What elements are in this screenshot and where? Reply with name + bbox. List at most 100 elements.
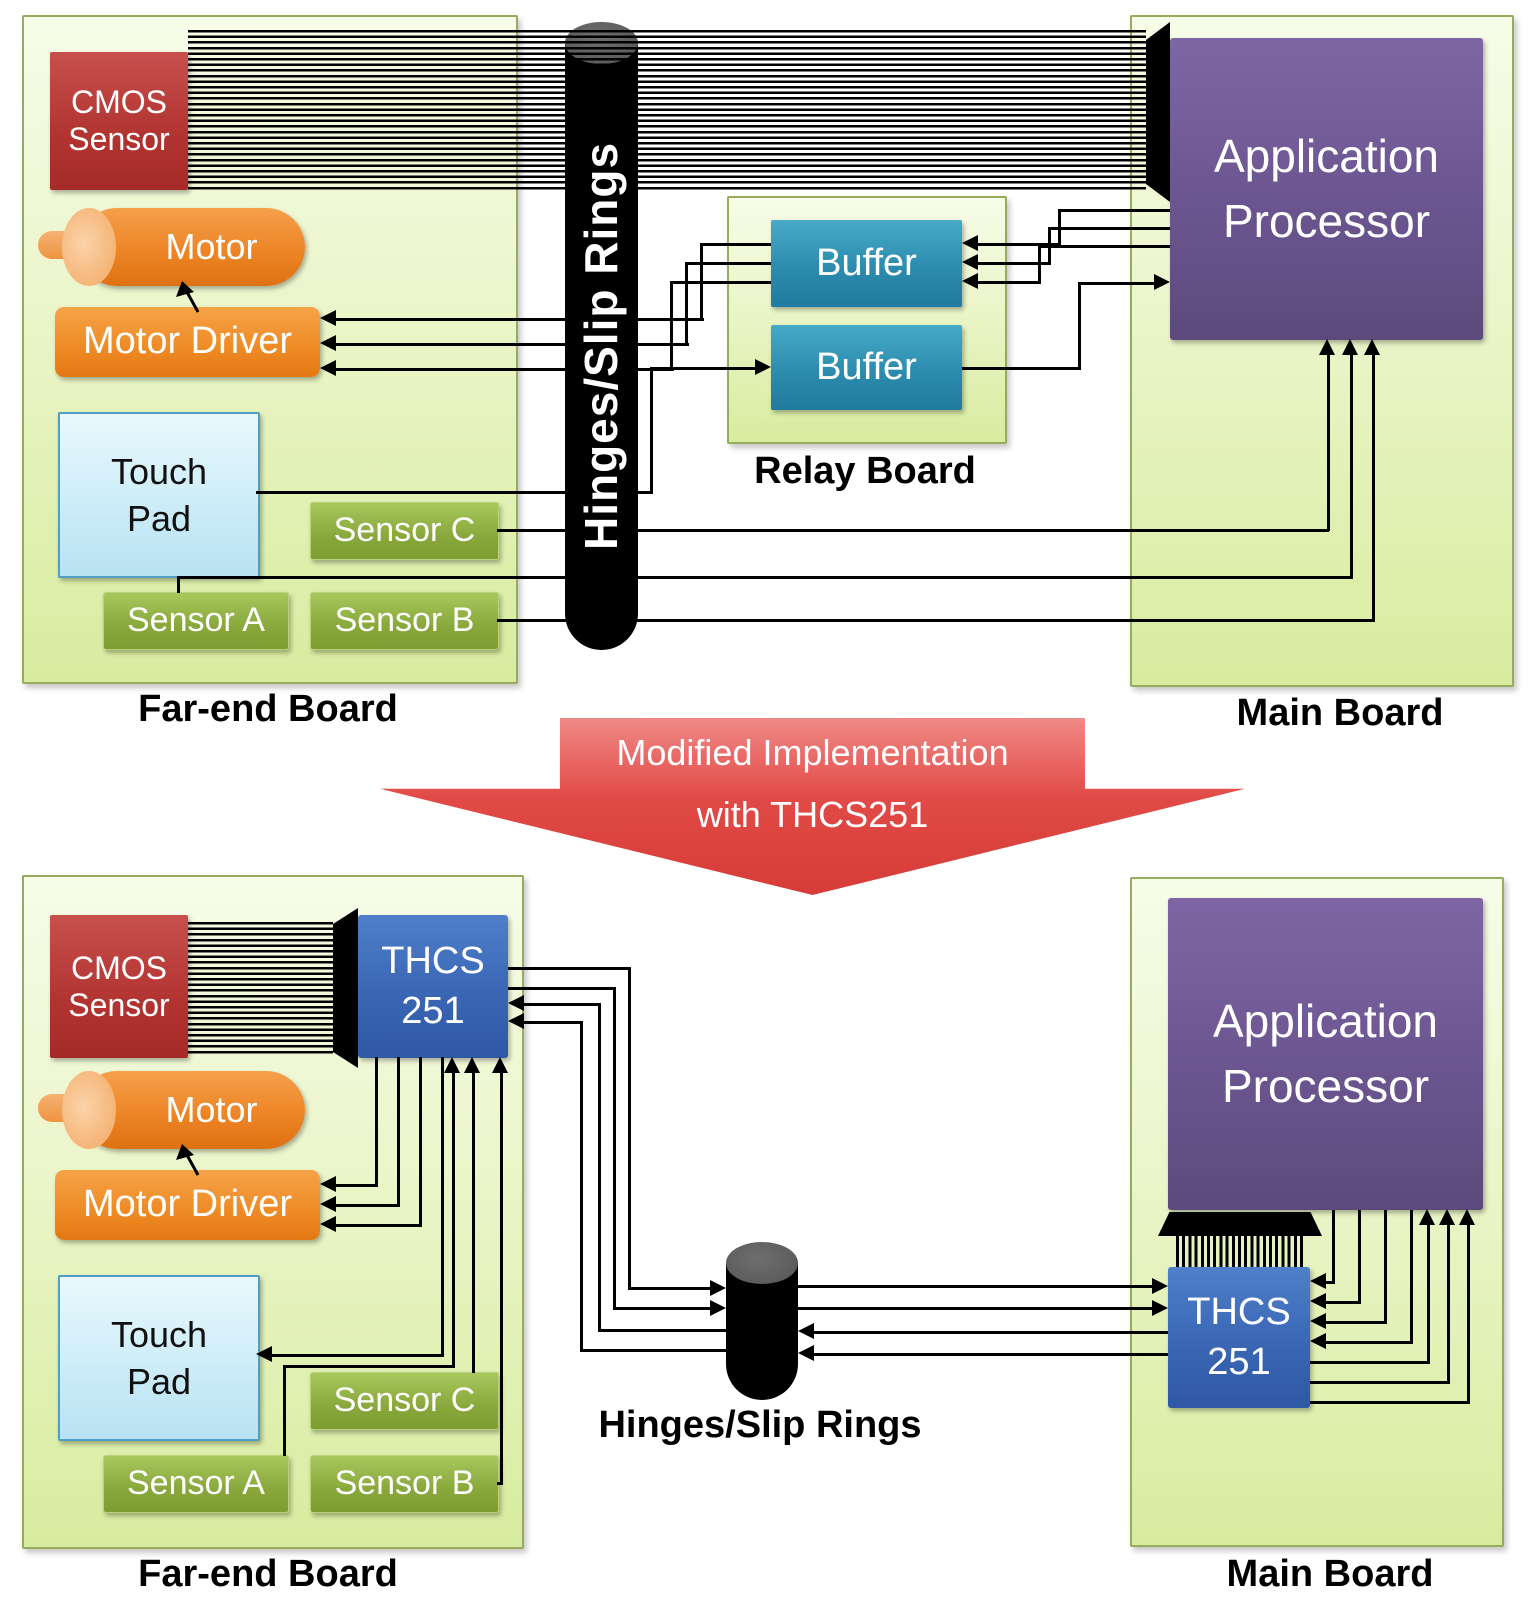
wire [283, 1365, 455, 1368]
motor-driver-box-bottom: Motor Driver [55, 1170, 320, 1240]
transition-text-line1: Modified Implementation [616, 732, 1009, 773]
hinge-cylinder-cap-bottom [726, 1242, 798, 1284]
wire [500, 1073, 503, 1484]
thcs-ap-bus [1176, 1236, 1306, 1267]
wire [283, 1365, 286, 1456]
buffer1-label: Buffer [816, 241, 917, 284]
cmos-bus-arrowhead-top [1146, 22, 1170, 202]
arrowhead [1152, 1278, 1168, 1294]
thcs-ap-bus-arrowhead [1158, 1212, 1322, 1236]
transition-arrow: Modified Implementation with THCS251 [380, 718, 1245, 895]
thcs251-box-main: THCS 251 [1168, 1267, 1310, 1408]
arrowhead [320, 310, 336, 326]
wire [1358, 1210, 1361, 1303]
arrowhead [320, 1176, 336, 1192]
wire [1332, 1210, 1335, 1283]
wire [613, 1307, 710, 1310]
motor-label: Motor [165, 226, 258, 267]
wire [508, 987, 616, 990]
thcs251-label: 251 [401, 989, 465, 1032]
thcs251-label: 251 [1207, 1340, 1271, 1383]
wire [1078, 282, 1156, 285]
wire [1038, 245, 1170, 248]
wire [814, 1331, 1168, 1334]
wire [336, 1224, 422, 1227]
cmos-bus-top [188, 30, 1146, 190]
wire [497, 529, 1329, 532]
wire [1372, 355, 1375, 621]
wire [1310, 1401, 1470, 1404]
wire [336, 343, 689, 346]
thcs251-label: THCS [1187, 1290, 1291, 1333]
sensor-c-box-top: Sensor C [310, 502, 499, 560]
wire [814, 1353, 1168, 1356]
motor-driver-label: Motor Driver [82, 1183, 293, 1226]
application-processor-box-top: Application Processor [1170, 38, 1483, 340]
wire [650, 367, 756, 370]
touch-pad-label: Pad [126, 498, 192, 539]
arrowhead [1310, 1313, 1326, 1329]
arrowhead [1319, 339, 1335, 355]
far-end-board-label-top: Far-end Board [138, 688, 398, 730]
wire [962, 367, 1081, 370]
sensor-c-label: Sensor C [333, 1381, 476, 1420]
sensor-a-label: Sensor A [127, 1464, 265, 1503]
arrowhead [962, 235, 978, 251]
wire [1326, 1321, 1387, 1324]
arrowhead [1154, 274, 1170, 290]
cmos-label: CMOS [71, 949, 167, 986]
thcs251-label: THCS [381, 939, 485, 982]
wire [650, 367, 653, 494]
motor-label: Motor [165, 1089, 258, 1130]
arrowhead [320, 1216, 336, 1232]
relay-board-label: Relay Board [754, 450, 976, 492]
arrowhead [320, 335, 336, 351]
touch-pad-box-bottom: Touch Pad [58, 1275, 260, 1441]
wire [613, 987, 616, 1309]
application-processor-label: Processor [1222, 195, 1431, 247]
wire [685, 262, 771, 265]
arrowhead [508, 1013, 524, 1029]
thcs251-box-far-end: THCS 251 [358, 915, 508, 1058]
wire [419, 1057, 422, 1226]
wire [1078, 282, 1081, 370]
motor-cap-bottom [62, 1071, 116, 1149]
buffer1-box: Buffer [771, 220, 962, 307]
sensor-c-label: Sensor C [333, 511, 476, 550]
application-processor-label: Processor [1221, 1060, 1430, 1112]
wire [1038, 245, 1041, 284]
application-processor-label: Application [1213, 130, 1440, 183]
arrowhead [444, 1057, 460, 1073]
touch-pad-label: Touch [110, 1313, 208, 1355]
wire [1326, 1281, 1335, 1284]
main-board-label-bottom: Main Board [1226, 1553, 1434, 1595]
hinge-cylinder-bottom [726, 1262, 798, 1400]
wire [1310, 1361, 1430, 1364]
hinge-label-bottom: Hinges/Slip Rings [598, 1404, 922, 1446]
application-processor-box-bottom: Application Processor [1168, 898, 1483, 1210]
wire [798, 1307, 1152, 1310]
wire [968, 262, 1051, 265]
sensor-b-label: Sensor B [334, 601, 475, 640]
wire [1327, 355, 1330, 531]
wire [670, 281, 771, 284]
wire [441, 1057, 444, 1356]
wire [336, 1184, 378, 1187]
wire [472, 1073, 475, 1373]
arrowhead [962, 254, 978, 270]
wire [1350, 355, 1353, 578]
wire [375, 1057, 378, 1186]
wire [1058, 209, 1170, 212]
wire [452, 1073, 455, 1366]
buffer2-box: Buffer [771, 325, 962, 410]
arrowhead [1364, 339, 1380, 355]
arrowhead [798, 1323, 814, 1339]
wire [685, 262, 688, 346]
arrowhead [755, 359, 771, 375]
wire [177, 576, 1353, 579]
arrowhead [1419, 1209, 1435, 1225]
motor-cap-top [62, 208, 116, 286]
arrowhead [798, 1345, 814, 1361]
wire [256, 491, 652, 494]
